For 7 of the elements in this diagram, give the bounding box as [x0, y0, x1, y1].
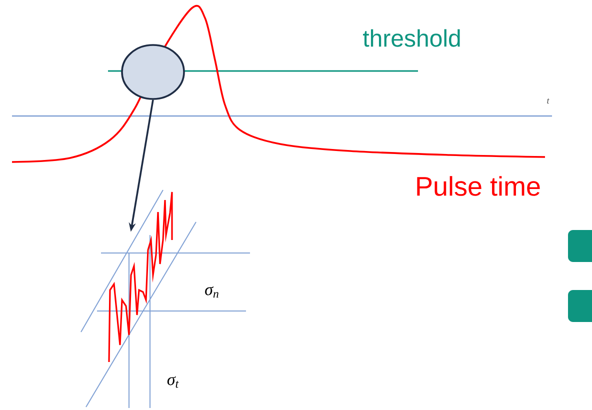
sigma-label: σ$_{t}$ [167, 376, 179, 388]
zoom-ellipse [121, 44, 185, 100]
sigma-label: σ$_{n}$ [205, 286, 218, 298]
pulse-time-label: Pulse time [417, 176, 540, 196]
axis-label: t [547, 98, 550, 104]
threshold-label: threshold [363, 29, 460, 47]
noise-zoom-drawing [80, 190, 250, 408]
